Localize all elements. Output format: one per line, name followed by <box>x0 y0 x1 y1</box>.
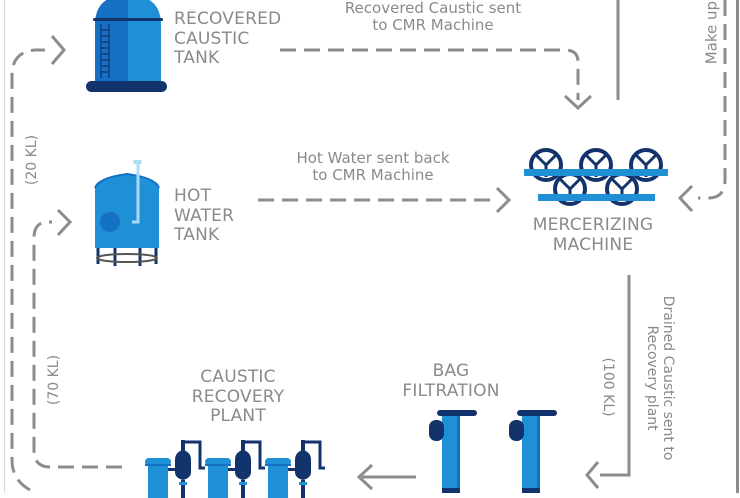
label-line: CAUSTIC <box>174 28 250 49</box>
label-line: to CMR Machine <box>312 166 434 185</box>
arrow-head-recovered-tank <box>50 35 66 65</box>
roller-wheel <box>579 148 613 182</box>
drained-to-recovery-label: Drained Caustic sent to Recovery plant <box>644 278 676 478</box>
flow-line-recovered-to-cmr <box>280 48 580 100</box>
flow-line-drained <box>600 275 631 477</box>
flow-line-to-hot-water-tank <box>32 220 122 469</box>
label-line: FILTRATION <box>402 380 500 401</box>
arrow-head-drained <box>585 461 600 489</box>
storage-silo-icon <box>86 0 167 92</box>
roller-machine-icon <box>524 148 668 206</box>
quantity-70kl: (70 KL) <box>45 354 62 406</box>
label-line: CAUSTIC <box>200 367 276 387</box>
recovery-unit <box>205 440 265 498</box>
make-up-label: Make up <box>702 0 721 65</box>
roller-wheel <box>629 148 663 182</box>
label-line: HOT <box>174 186 212 206</box>
roller-wheel <box>529 148 563 182</box>
bag-filtration-label: BAG FILTRATION <box>386 361 516 401</box>
recovery-unit <box>265 440 325 498</box>
label-line: Recovered Caustic sent <box>344 0 522 17</box>
label-line: MACHINE <box>552 234 634 255</box>
arrow-head-filtration-to-crp <box>356 463 374 491</box>
water-tank-icon <box>94 160 160 266</box>
arrow-head-hot-water-to-cmr <box>495 186 512 214</box>
label-line: PLANT <box>210 406 266 427</box>
quantity-20kl: (20 KL) <box>23 134 40 186</box>
label-line: BAG <box>432 361 470 381</box>
caustic-recovery-plant-label: CAUSTIC RECOVERY PLANT <box>178 367 298 427</box>
hot-water-to-cmr-label: Hot Water sent back to CMR Machine <box>268 149 478 185</box>
label-line: TANK <box>174 48 220 69</box>
label-line: RECOVERY <box>191 386 285 407</box>
label-line: Recovery plant <box>644 325 660 431</box>
frame-border-left <box>4 0 5 493</box>
label-line: Hot Water sent back <box>296 149 450 167</box>
mercerizing-machine-label: MERCERIZING MACHINE <box>530 215 656 255</box>
recovery-unit <box>145 440 205 498</box>
frame-border-right <box>736 0 739 493</box>
label-line: MERCERIZING <box>532 215 654 235</box>
label-line: Drained Caustic sent to <box>660 295 677 461</box>
quantity-100kl: (100 KL) <box>600 357 617 417</box>
label-line: to CMR Machine <box>372 16 494 35</box>
flow-line-make-up <box>698 0 727 200</box>
arrow-head-recovered-to-cmr <box>563 94 593 111</box>
recovered-to-cmr-label: Recovered Caustic sent to CMR Machine <box>318 0 548 35</box>
bag-filter-icon <box>429 410 557 493</box>
label-line: TANK <box>174 225 220 246</box>
arrow-head-hot-water-tank <box>56 208 73 237</box>
flow-line-to-recovered-tank <box>10 48 45 492</box>
hot-water-tank-label: HOT WATER TANK <box>174 186 235 246</box>
label-line: RECOVERED <box>174 9 282 29</box>
label-line: WATER <box>174 205 235 226</box>
recovered-caustic-tank-label: RECOVERED CAUSTIC TANK <box>174 9 282 69</box>
evaporator-plant-icon <box>145 440 325 498</box>
arrow-head-make-up <box>677 184 694 213</box>
